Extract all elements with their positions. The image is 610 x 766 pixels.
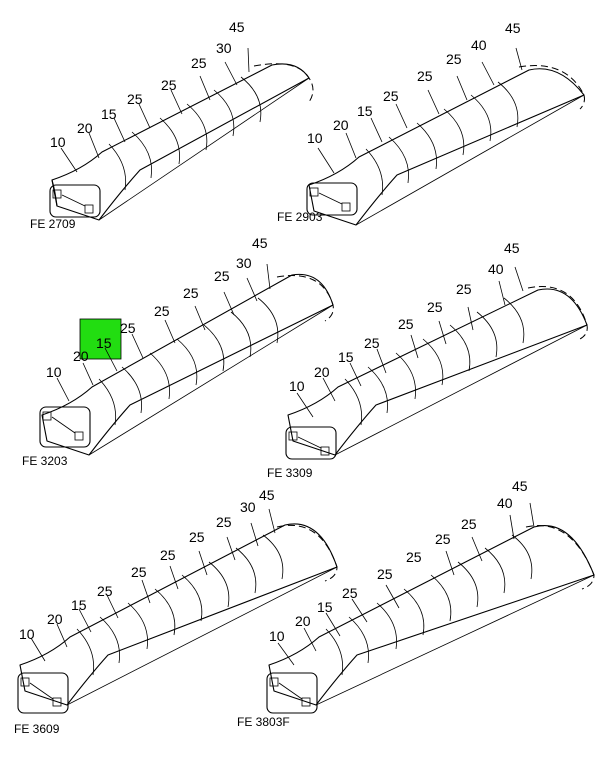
callout-label: 25 — [216, 514, 232, 530]
part-code-label: FE 2903 — [277, 210, 323, 224]
callout-label: 25 — [364, 335, 380, 351]
callout-label: 15 — [317, 599, 333, 615]
callout-label: 25 — [161, 77, 177, 93]
callout-label: 15 — [101, 106, 117, 122]
callout-label: 30 — [240, 499, 256, 515]
panel-fe-3309 — [285, 266, 588, 460]
leader-lines — [60, 47, 250, 173]
callout-label: 20 — [314, 364, 330, 380]
segment-lines — [98, 297, 279, 426]
roll-body — [306, 65, 585, 226]
callout-label: 20 — [47, 611, 63, 627]
callout-label: 30 — [216, 40, 232, 56]
roll-body — [285, 286, 588, 460]
callout-label: 25 — [120, 320, 136, 336]
part-code-label: FE 3203 — [22, 454, 68, 468]
panel-fe-2903 — [306, 47, 585, 226]
part-code-label: FE 3803F — [237, 715, 290, 729]
callout-label: 10 — [46, 364, 62, 380]
callout-label-highlighted: 15 — [96, 335, 112, 351]
callout-label: 25 — [131, 564, 147, 580]
segment-lines — [365, 81, 519, 196]
end-cap — [49, 184, 101, 218]
callout-label: 45 — [252, 235, 268, 251]
highlight-box — [79, 318, 122, 360]
callout-label: 25 — [342, 585, 358, 601]
panel-fe-2709 — [49, 47, 314, 221]
callout-label: 20 — [295, 613, 311, 629]
callout-label: 25 — [154, 303, 170, 319]
callout-label: 10 — [289, 378, 305, 394]
part-code-label: FE 3309 — [267, 466, 313, 480]
segment-lines — [108, 76, 262, 191]
callout-label: 25 — [398, 316, 414, 332]
callout-label: 25 — [127, 91, 143, 107]
callout-label: 15 — [338, 349, 354, 365]
leader-lines — [317, 47, 523, 174]
leader-lines — [277, 502, 535, 666]
callout-label: 20 — [333, 117, 349, 133]
roll-body — [49, 63, 314, 221]
callout-label: 10 — [307, 130, 323, 146]
callout-label: 45 — [259, 487, 275, 503]
leader-lines — [56, 263, 271, 402]
callout-label: 25 — [446, 51, 462, 67]
segment-lines — [344, 297, 525, 426]
callout-label: 25 — [435, 531, 451, 547]
roll-body — [17, 523, 338, 714]
callout-label: 45 — [504, 240, 520, 256]
callout-label: 15 — [71, 597, 87, 613]
segment-lines — [76, 534, 284, 676]
callout-label: 25 — [377, 566, 393, 582]
end-cap — [17, 672, 69, 714]
panel-fe-3803f — [266, 502, 595, 714]
callout-label: 25 — [183, 285, 199, 301]
callout-label: 25 — [456, 281, 472, 297]
callout-labels: 10 20 15 25 25 25 30 45 10 20 15 25 25 2… — [19, 19, 528, 644]
panel-fe-3609 — [17, 508, 338, 714]
end-cap — [306, 182, 358, 216]
callout-label: 10 — [269, 628, 285, 644]
callout-label: 40 — [497, 495, 513, 511]
leader-lines — [30, 508, 276, 662]
callout-label: 20 — [73, 348, 89, 364]
callout-label: 25 — [97, 583, 113, 599]
panel-fe-3203 — [39, 263, 334, 456]
callout-label: 40 — [488, 261, 504, 277]
callout-label: 25 — [383, 88, 399, 104]
callout-label: 25 — [461, 516, 477, 532]
callout-label: 15 — [357, 103, 373, 119]
end-cap — [266, 672, 318, 714]
roll-body — [266, 525, 595, 714]
callout-label: 25 — [427, 299, 443, 315]
part-codes: FE 2709 FE 2903 FE 3203 FE 3309 FE 3609 … — [14, 210, 323, 736]
part-code-label: FE 2709 — [30, 217, 76, 231]
segment-lines — [325, 534, 533, 676]
callout-label: 25 — [189, 529, 205, 545]
leader-lines — [296, 266, 524, 418]
callout-label: 25 — [214, 268, 230, 284]
callout-label: 45 — [512, 478, 528, 494]
callout-label: 10 — [19, 626, 35, 642]
callout-label: 25 — [417, 68, 433, 84]
callout-label: 10 — [50, 134, 66, 150]
part-code-label: FE 3609 — [14, 722, 60, 736]
callout-label: 45 — [229, 19, 245, 35]
callout-label: 25 — [191, 55, 207, 71]
callout-label: 20 — [77, 120, 93, 136]
callout-label: 30 — [236, 255, 252, 271]
roll-body — [39, 273, 334, 456]
end-cap — [39, 406, 91, 448]
callout-label: 40 — [471, 37, 487, 53]
callout-label: 45 — [505, 20, 521, 36]
callout-label: 25 — [406, 549, 422, 565]
callout-label: 25 — [160, 547, 176, 563]
end-cap — [285, 426, 337, 460]
